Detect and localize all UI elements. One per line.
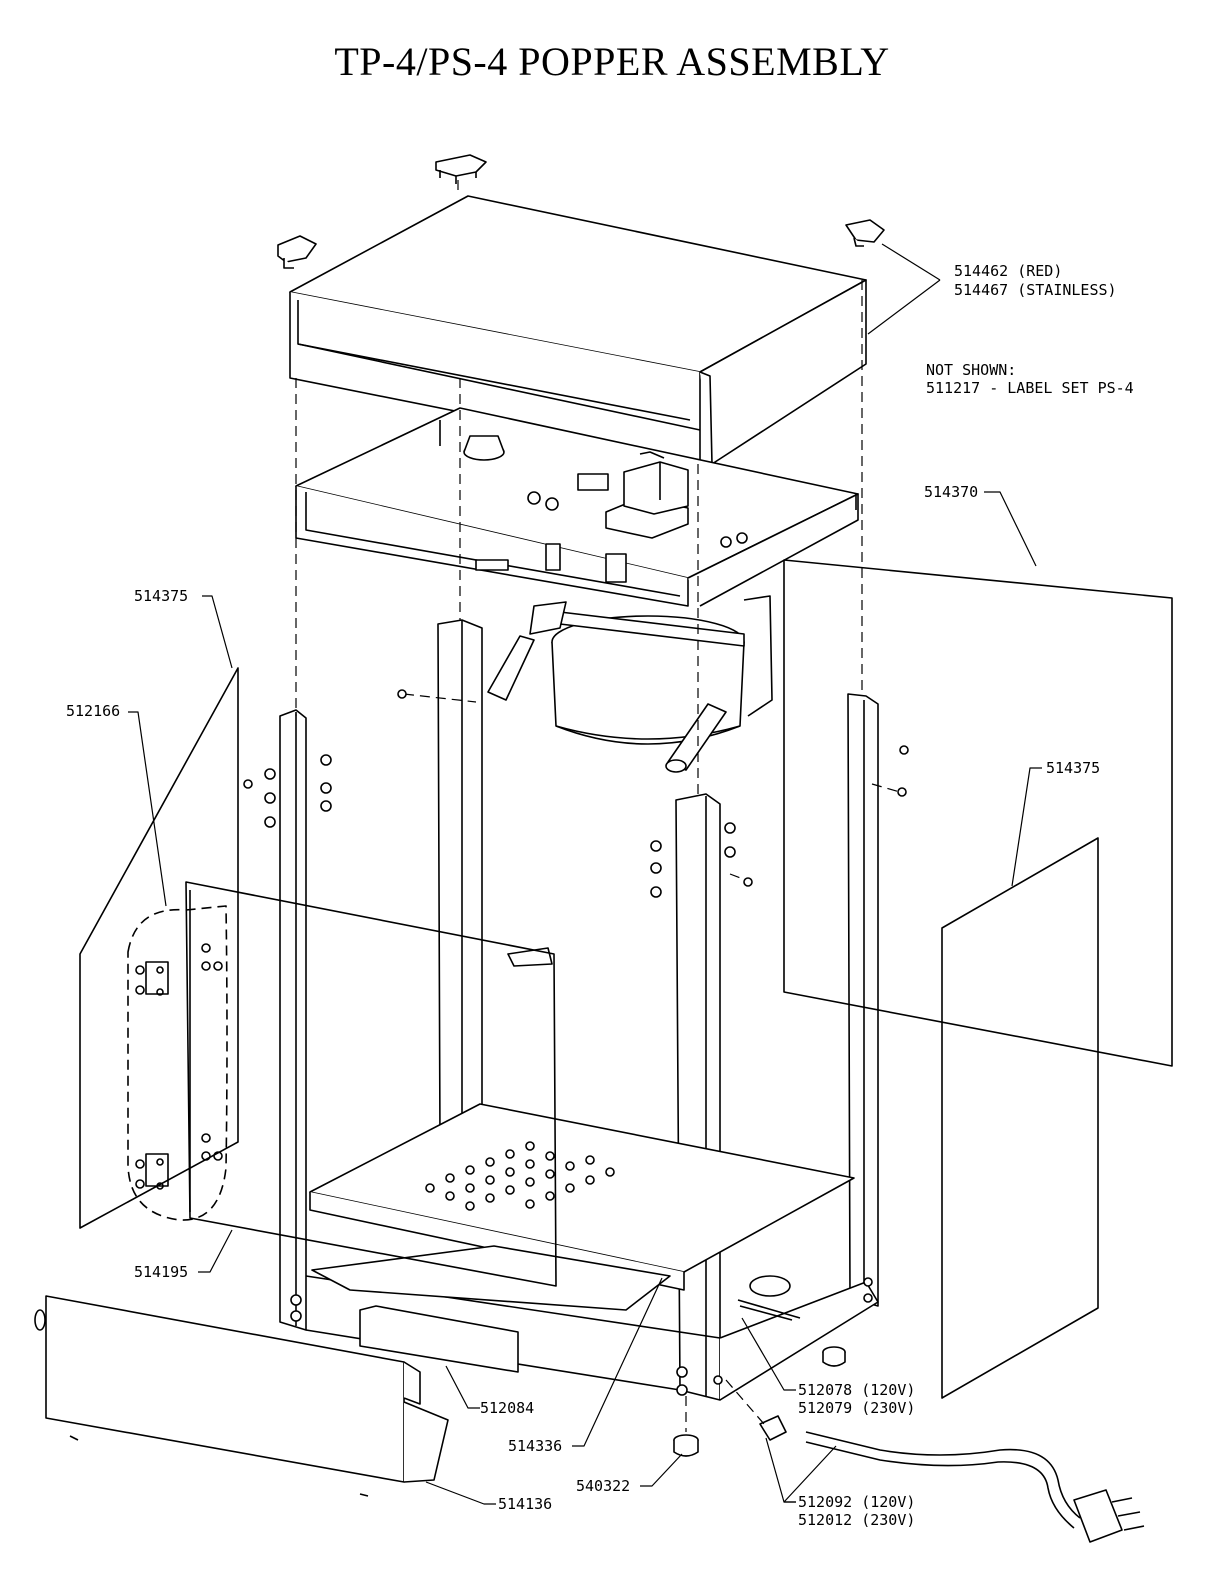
kettle xyxy=(488,596,772,772)
label-top-cap-stainless: 514467 (STAINLESS) xyxy=(954,282,1117,299)
label-hinge: 512166 xyxy=(66,703,120,720)
cabinet-frame xyxy=(280,620,878,1400)
label-cord-230: 512012 (230V) xyxy=(798,1512,915,1529)
label-foot: 540322 xyxy=(576,1478,630,1495)
control-deck xyxy=(296,408,858,606)
not-shown-item: 511217 - LABEL SET PS-4 xyxy=(926,380,1134,397)
label-cord-120: 512092 (120V) xyxy=(798,1494,915,1511)
canopy-top xyxy=(290,196,866,464)
not-shown-heading: NOT SHOWN: xyxy=(926,362,1016,379)
label-left-side-panel: 514375 xyxy=(134,588,188,605)
label-back-panel: 514370 xyxy=(924,484,978,501)
label-drawer-handle: 512084 xyxy=(480,1400,534,1417)
label-heater-230: 512079 (230V) xyxy=(798,1400,915,1417)
label-right-side-panel: 514375 xyxy=(1046,760,1100,777)
label-door: 514195 xyxy=(134,1264,188,1281)
left-side-panel xyxy=(80,668,238,1228)
label-dump-bin: 514336 xyxy=(508,1438,562,1455)
label-top-cap-red: 514462 (RED) xyxy=(954,263,1062,280)
label-heater-120: 512078 (120V) xyxy=(798,1382,915,1399)
right-side-panel xyxy=(942,838,1098,1398)
label-base-panel: 514136 xyxy=(498,1496,552,1513)
